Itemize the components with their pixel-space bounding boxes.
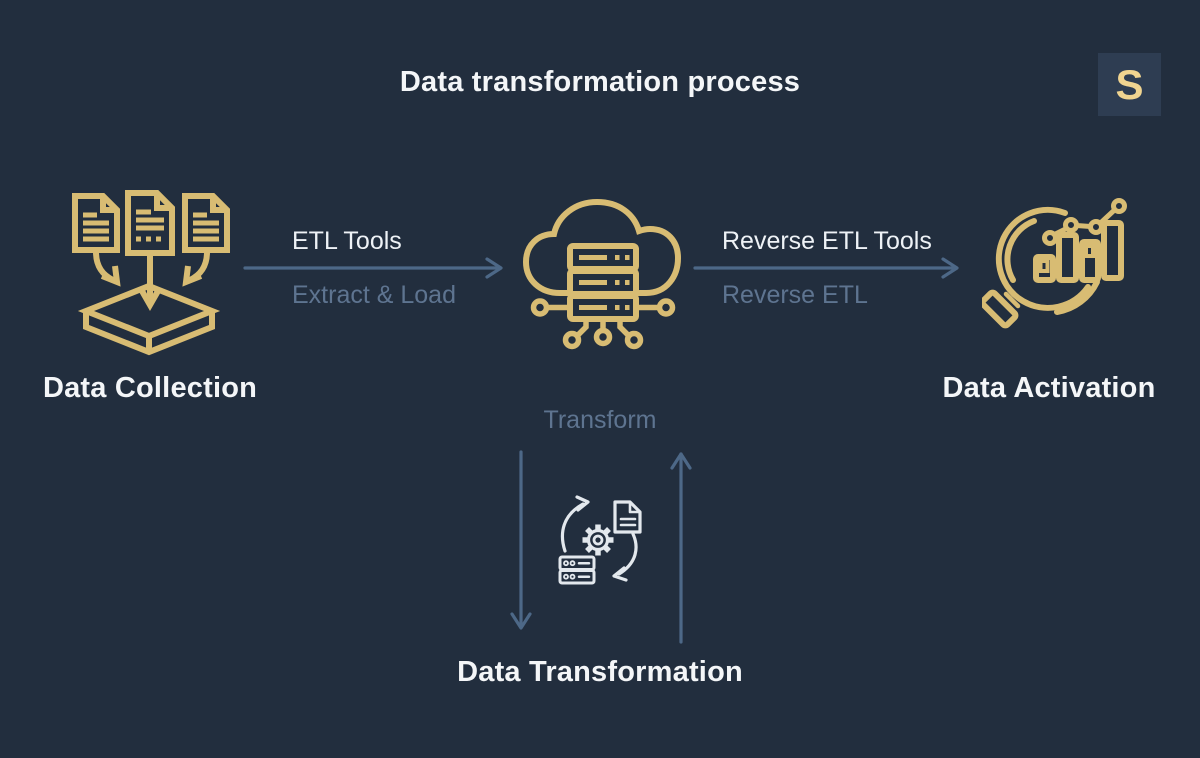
reverse-etl-label: Reverse ETL: [722, 281, 868, 309]
etl-tools-label: ETL Tools: [292, 227, 402, 255]
s-logo-letter: S: [1115, 60, 1144, 108]
transform-label: Transform: [543, 406, 657, 434]
transformation-label: Data Transformation: [457, 656, 743, 688]
documents-to-box-icon: [72, 190, 230, 356]
extract-load-label: Extract & Load: [292, 281, 456, 309]
collection-label: Data Collection: [42, 372, 258, 404]
etl-arrow-right-icon: [243, 257, 503, 279]
reverse-etl-arrow-right-icon: [693, 257, 959, 279]
transform-arrow-up-icon: [670, 452, 692, 644]
activation-label: Data Activation: [942, 372, 1156, 404]
reverse-etl-tools-label: Reverse ETL Tools: [722, 227, 932, 255]
magnifier-analytics-icon: [982, 198, 1127, 329]
s-logo: S: [1098, 53, 1161, 116]
transform-cycle-icon: [558, 495, 642, 585]
transform-arrow-down-icon: [510, 450, 532, 630]
cloud-data-warehouse-icon: [522, 198, 682, 350]
page-title: Data transformation process: [399, 66, 801, 98]
